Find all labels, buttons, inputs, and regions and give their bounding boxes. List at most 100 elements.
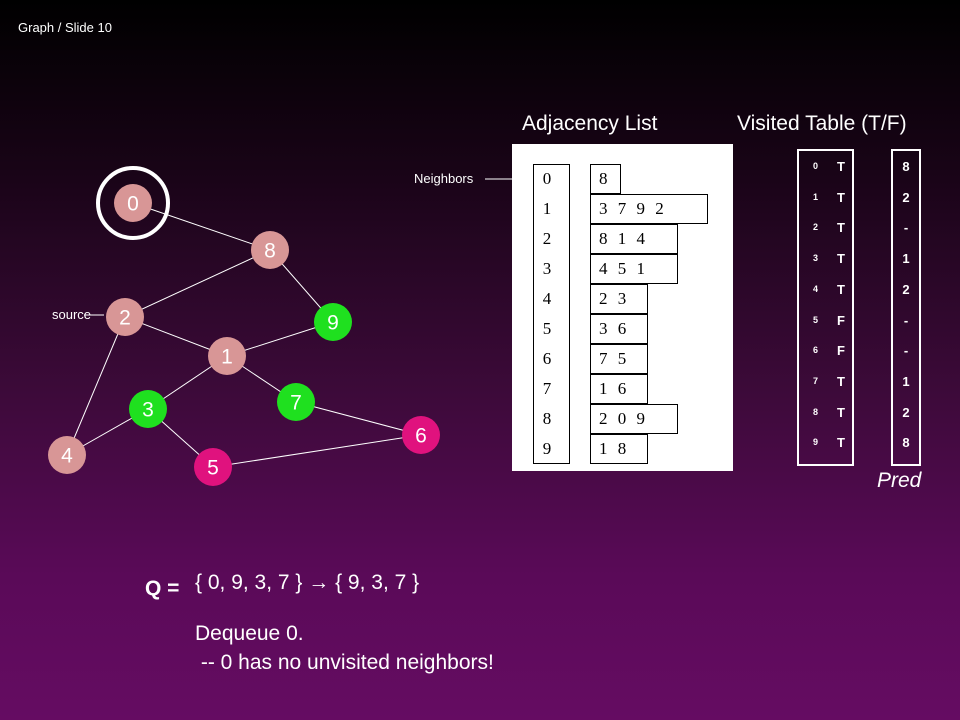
pred-value: 2: [902, 189, 910, 205]
message-line-1: Dequeue 0.: [195, 622, 304, 645]
graph-node-7: 7: [277, 383, 315, 421]
adjacency-index: 6: [542, 349, 552, 368]
visited-value: T: [837, 220, 845, 236]
adjacency-neighbors: 8: [590, 164, 621, 194]
visited-value: T: [837, 189, 845, 205]
source-label: source: [52, 307, 91, 322]
graph-edge-7-6: [295, 401, 422, 436]
adjacency-neighbors: 1 6: [590, 374, 648, 404]
adjacency-index: 2: [542, 229, 552, 248]
graph-node-circle: [48, 436, 86, 474]
adjacency-neighbors: 2 3: [590, 284, 648, 314]
queue-label: Q =: [145, 577, 180, 600]
pred-value: 1: [902, 373, 910, 389]
adjacency-neighbors: 2 0 9: [590, 404, 678, 434]
pred-value: 2: [902, 404, 910, 420]
graph-node-label: 8: [264, 240, 276, 263]
message-line-2: -- 0 has no unvisited neighbors!: [195, 651, 494, 674]
visited-value: F: [837, 312, 845, 328]
visited-index: 2: [813, 222, 819, 233]
adjacency-neighbors: 3 7 9 2: [590, 194, 708, 224]
adjacency-index: 1: [542, 199, 552, 218]
graph-node-circle: [314, 303, 352, 341]
adjacency-index: 4: [542, 289, 552, 308]
visited-index: 3: [813, 253, 819, 264]
graph-node-label: 2: [119, 307, 131, 330]
graph-node-circle: [277, 383, 315, 421]
graph-node-6: 6: [402, 416, 440, 454]
graph-node-circle: [402, 416, 440, 454]
visited-index: 1: [813, 191, 819, 202]
visited-value: T: [837, 373, 845, 389]
adjacency-index: 0: [542, 169, 552, 188]
visited-value: T: [837, 159, 845, 174]
graph-edge-8-2: [124, 249, 271, 318]
graph-edge-2-4: [66, 316, 126, 456]
pred-value: -: [903, 343, 909, 359]
visited-value: T: [837, 251, 845, 267]
graph-node-circle: [194, 448, 232, 486]
adjacency-neighbors: 8 1 4: [590, 224, 678, 254]
adjacency-index-column: [533, 164, 570, 464]
visited-index: 9: [813, 437, 819, 448]
graph-node-circle: [114, 184, 152, 222]
graph-node-9: 9: [314, 303, 352, 341]
graph-node-5: 5: [194, 448, 232, 486]
graph-node-circle: [251, 231, 289, 269]
visited-index: 4: [813, 283, 819, 294]
current-node-highlight-ring: [96, 166, 170, 240]
graph-node-label: 3: [142, 399, 154, 422]
queue-value: { 0, 9, 3, 7 } → { 9, 3, 7 }: [195, 571, 420, 594]
pred-value: -: [903, 220, 909, 236]
graph-node-4: 4: [48, 436, 86, 474]
pred-value: 1: [902, 251, 910, 267]
graph-node-label: 4: [61, 445, 73, 468]
adjacency-neighbors: 7 5: [590, 344, 648, 374]
graph-node-2: 2: [106, 298, 144, 336]
slide-header: Graph / Slide 10: [18, 20, 112, 35]
graph-node-label: 1: [221, 346, 233, 369]
graph-edge-5-6: [212, 434, 422, 468]
graph-edge-0-8: [132, 202, 271, 251]
graph-node-label: 9: [327, 312, 339, 335]
visited-table-heading: Visited Table (T/F): [737, 112, 907, 135]
graph-node-circle: [129, 390, 167, 428]
adjacency-index: 9: [542, 439, 552, 458]
visited-index: 7: [813, 375, 819, 386]
graph-node-3: 3: [129, 390, 167, 428]
neighbors-label: Neighbors: [414, 171, 474, 186]
graph-node-label: 7: [290, 392, 302, 415]
adjacency-index: 7: [542, 379, 552, 398]
pred-value: -: [903, 312, 909, 328]
visited-index: 6: [813, 345, 819, 356]
graph-node-0: 0: [114, 184, 152, 222]
visited-value: T: [837, 281, 845, 297]
visited-value: F: [837, 343, 845, 359]
graph-node-circle: [208, 337, 246, 375]
graph-node-label: 5: [207, 457, 219, 480]
visited-value: T: [837, 404, 845, 420]
pred-label: Pred: [877, 469, 922, 492]
adjacency-index: 3: [542, 259, 552, 278]
visited-index: 8: [813, 406, 819, 417]
graph-node-8: 8: [251, 231, 289, 269]
graph-node-1: 1: [208, 337, 246, 375]
adjacency-index: 8: [542, 409, 552, 428]
pred-value: 8: [902, 435, 910, 451]
graph-node-circle: [106, 298, 144, 336]
graph-node-label: 0: [127, 193, 139, 216]
visited-index: 5: [813, 314, 819, 325]
adjacency-neighbors: 1 8: [590, 434, 648, 464]
adjacency-list-heading: Adjacency List: [522, 112, 658, 135]
pred-value: 8: [902, 159, 910, 174]
visited-value: T: [837, 435, 845, 451]
adjacency-neighbors: 3 6: [590, 314, 648, 344]
adjacency-index: 5: [542, 319, 552, 338]
graph-node-label: 6: [415, 425, 427, 448]
adjacency-neighbors: 4 5 1: [590, 254, 678, 284]
